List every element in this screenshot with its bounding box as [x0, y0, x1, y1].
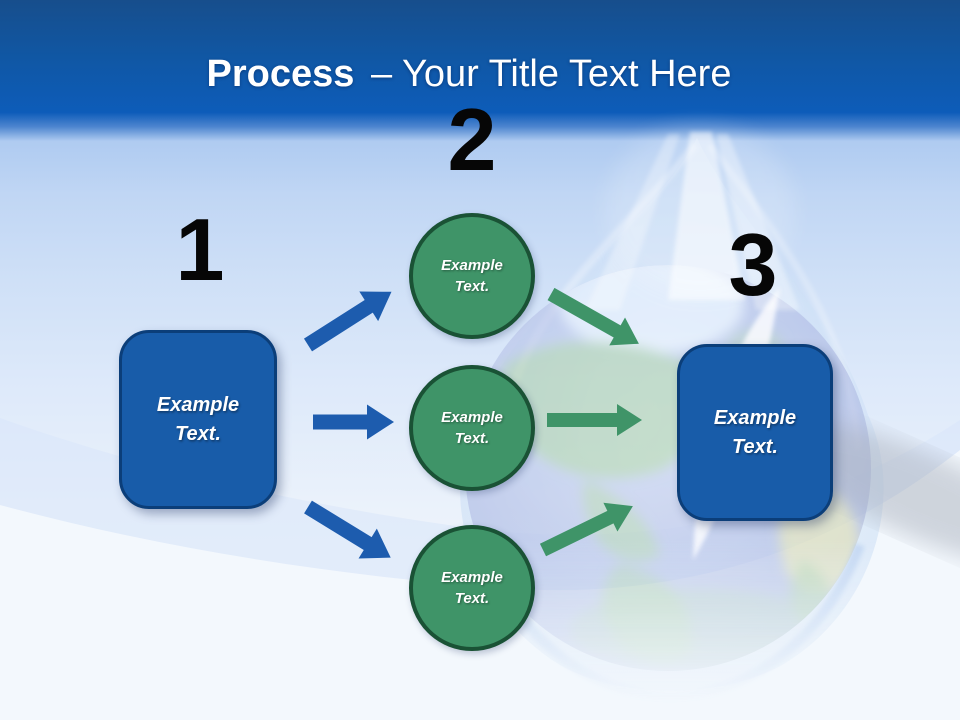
- process-circle-3: Example Text.: [409, 525, 535, 651]
- step-number-2: 2: [447, 90, 497, 189]
- target-box-label: Example Text.: [714, 404, 796, 462]
- target-box: Example Text.: [677, 344, 833, 521]
- process-circle-1-line1: Example: [441, 257, 503, 274]
- process-circle-2-line2: Text.: [454, 430, 490, 447]
- process-circle-2-label: Example Text.: [441, 407, 503, 449]
- step-number-3: 3: [728, 215, 778, 314]
- process-circle-2-line1: Example: [441, 409, 503, 426]
- source-box-label-line1: Example: [156, 393, 240, 416]
- process-circle-3-line2: Text.: [454, 590, 490, 607]
- process-circle-1-label: Example Text.: [441, 255, 503, 297]
- process-circle-3-line1: Example: [441, 569, 503, 586]
- process-circle-1: Example Text.: [409, 213, 535, 339]
- slide-title: Process – Your Title Text Here: [0, 52, 949, 96]
- target-box-label-line1: Example: [713, 406, 797, 429]
- process-circle-1-line2: Text.: [454, 278, 490, 295]
- target-box-label-line2: Text.: [732, 435, 778, 458]
- process-circle-3-label: Example Text.: [441, 567, 503, 609]
- source-box-label: Example Text.: [157, 391, 239, 449]
- title-rest: – Your Title Text Here: [370, 53, 732, 95]
- title-emphasis: Process: [206, 53, 355, 95]
- source-box: Example Text.: [119, 330, 277, 509]
- source-box-label-line2: Text.: [175, 422, 221, 445]
- process-circle-2: Example Text.: [409, 365, 535, 491]
- step-number-1: 1: [175, 200, 225, 299]
